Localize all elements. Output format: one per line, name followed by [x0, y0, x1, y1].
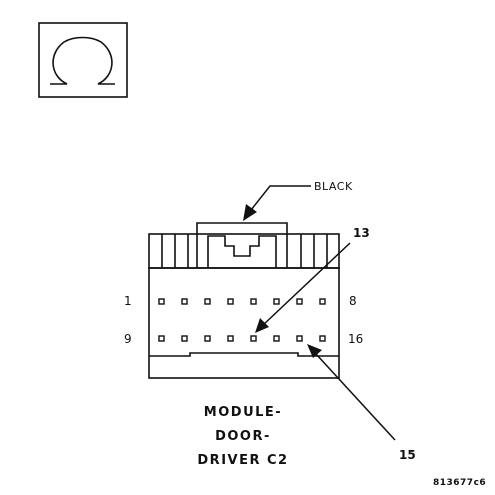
callout-black-leader: [243, 185, 311, 221]
connector-title-line1: MODULE-: [204, 405, 282, 420]
pin-cavity-1: [158, 298, 165, 305]
pin-cavity-5: [250, 298, 257, 305]
pin-cavity-13: [250, 335, 257, 342]
callout-15-leader: [307, 344, 396, 441]
connector-title-line3: DRIVER C2: [197, 453, 288, 468]
pin-label-9: 9: [124, 332, 132, 346]
pin-cavity-11: [204, 335, 211, 342]
pin-cavity-16: [319, 335, 326, 342]
ohm-symbol-icon: [38, 22, 128, 98]
connector-housing: [148, 222, 340, 379]
callout-13-leader: [255, 242, 351, 333]
pin-row-bottom: [158, 335, 326, 342]
pin-label-8: 8: [349, 294, 357, 308]
pin-cavity-7: [296, 298, 303, 305]
callout-pin-15: 15: [399, 448, 416, 462]
pin-cavity-14: [273, 335, 280, 342]
pin-cavity-12: [227, 335, 234, 342]
pin-cavity-9: [158, 335, 165, 342]
pin-cavity-4: [227, 298, 234, 305]
pin-cavity-15: [296, 335, 303, 342]
callout-pin-13: 13: [353, 226, 370, 240]
pin-label-16: 16: [348, 332, 363, 346]
pin-cavity-6: [273, 298, 280, 305]
pin-cavity-3: [204, 298, 211, 305]
pin-cavity-10: [181, 335, 188, 342]
figure-reference: 813677c6: [433, 478, 486, 488]
wire-color-label: BLACK: [314, 180, 353, 193]
pin-cavity-2: [181, 298, 188, 305]
pin-row-top: [158, 298, 326, 305]
pin-cavity-8: [319, 298, 326, 305]
pin-label-1: 1: [124, 294, 132, 308]
connector-title-line2: DOOR-: [215, 429, 271, 444]
